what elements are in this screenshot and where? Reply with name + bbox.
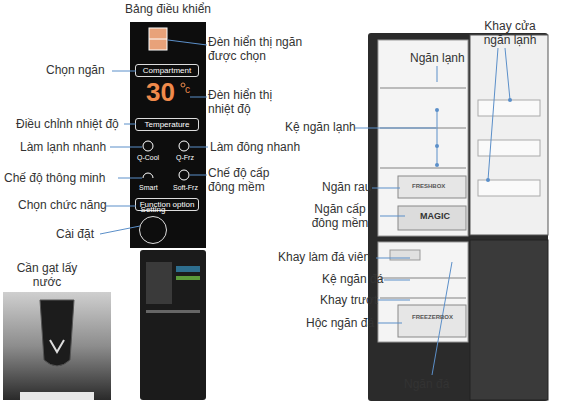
part-label: Đèn hiển thị nhiệt độ <box>208 89 298 117</box>
part-label: Đèn hiển thị ngăn được chọn <box>208 36 308 64</box>
door-tray <box>478 100 540 116</box>
part-label: Q-Cool <box>137 154 159 162</box>
button-text: Setting <box>141 206 166 214</box>
part-label: Khay cửa ngăn lạnh <box>470 20 550 48</box>
panel-title: Bảng điều khiển <box>100 2 236 16</box>
freezer-door <box>470 240 548 400</box>
door-tray <box>478 180 540 196</box>
button-text: Compartment <box>143 67 191 75</box>
dispenser-photo <box>3 292 111 400</box>
shelf <box>380 167 466 169</box>
part-label: Ngăn lạnh <box>410 52 465 66</box>
shelf <box>380 87 466 89</box>
part-label: Khay trượt <box>320 294 377 308</box>
part-label: Soft-Frz <box>173 184 198 192</box>
part-label: Điều chỉnh nhiệt độ <box>16 118 119 132</box>
vegetable-drawer <box>398 176 466 198</box>
door-tray <box>478 140 540 156</box>
part-label: c <box>185 84 190 96</box>
control-panel: Bảng điều khiểnCompartmentTemperatureFun… <box>130 22 206 248</box>
soft-freeze-drawer <box>398 206 466 230</box>
part-label: Hộc ngăn đá <box>306 317 374 331</box>
freezer-box <box>398 305 466 337</box>
part-label: Ngăn cấp đông mềm <box>300 203 380 231</box>
part-label: Q-Frz <box>176 154 194 162</box>
small-fridge <box>140 250 206 400</box>
part-label: Kệ ngăn lạnh <box>285 121 356 135</box>
part-label: 30 <box>146 78 175 108</box>
part-label: Chọn chức năng <box>18 199 107 213</box>
sliding-tray <box>380 297 466 299</box>
water-lever <box>40 300 74 366</box>
small-dispenser <box>146 262 172 304</box>
leader-lines <box>100 40 510 375</box>
leader-dots <box>435 98 512 182</box>
part-label: Khay làm đá viên <box>278 251 370 265</box>
part-label: Cài đặt <box>56 228 94 242</box>
part-label: Chế độ cấp đông mềm <box>208 167 298 195</box>
freezer-interior <box>378 242 468 342</box>
freezer-shelf <box>380 277 466 279</box>
part-label: FREEZERBOX <box>412 314 453 321</box>
open-door <box>470 35 548 235</box>
part-label: Cần gạt lấy nước <box>12 262 82 290</box>
part-label: Ngăn rau <box>322 181 371 195</box>
part-label: MAGIC <box>420 211 450 221</box>
small-door-gap <box>146 310 200 313</box>
part-label: Kệ ngăn đá <box>322 273 383 287</box>
small-display <box>176 276 200 280</box>
part-label: FRESHBOX <box>412 183 445 190</box>
setting-button: Setting <box>139 216 167 244</box>
part-label: Smart <box>139 184 158 192</box>
small-display <box>176 266 200 272</box>
fridge-interior <box>378 40 468 236</box>
lever-mark <box>50 340 64 352</box>
part-label: Làm đông nhanh <box>210 141 300 155</box>
part-label: Chọn ngăn <box>46 64 105 78</box>
button-text: Temperature <box>145 121 190 129</box>
part-label: Làm lạnh nhanh <box>20 141 106 155</box>
part-label: Chế độ thông minh <box>4 172 105 186</box>
compartment-indicator <box>149 28 167 50</box>
temperature-button: Temperature <box>135 118 199 131</box>
compartment-button: Compartment <box>135 64 199 77</box>
fridge-body <box>368 33 548 401</box>
part-label: Ngăn đá <box>404 378 449 392</box>
light-strip <box>20 392 94 400</box>
compartment-indicator <box>149 39 167 40</box>
